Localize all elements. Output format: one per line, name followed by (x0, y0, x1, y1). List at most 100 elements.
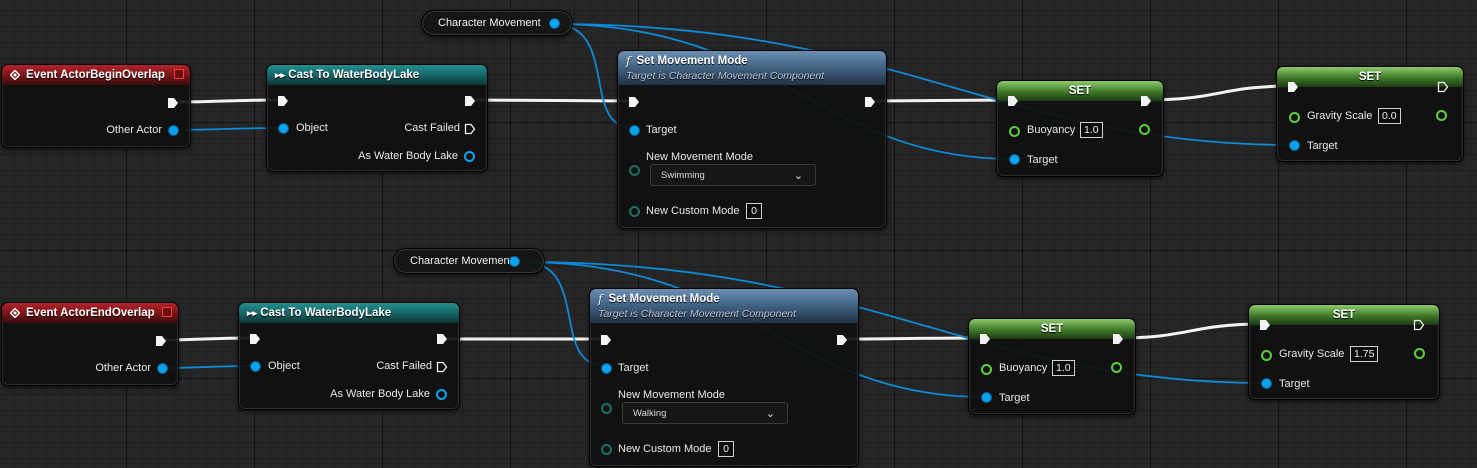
set-gravity-scale-node[interactable]: SET Gravity Scale 1.75 Target (1248, 304, 1440, 400)
gravity-scale-value-field[interactable]: 1.75 (1350, 346, 1379, 362)
pin-label-gravity-scale: Gravity Scale (1279, 348, 1345, 360)
exec-output-pin[interactable] (436, 333, 448, 345)
set-buoyancy-node[interactable]: SET Buoyancy 1.0 Target (996, 80, 1164, 177)
cast-arrows-icon: ▸•▸ (275, 69, 285, 80)
character-movement-node[interactable]: Character Movement (393, 248, 545, 274)
dropdown-value: Walking (633, 407, 667, 419)
pin-label-as-water-body-lake: As Water Body Lake (330, 388, 430, 400)
target-input-pin[interactable] (1290, 141, 1299, 150)
exec-wire (869, 98, 1012, 103)
exec-output-pin[interactable] (1112, 333, 1124, 345)
as-water-body-lake-output-pin[interactable] (464, 151, 475, 162)
function-f-icon: f (626, 54, 631, 68)
pin-label-as-water-body-lake: As Water Body Lake (358, 150, 458, 162)
event-actor-begin-overlap-node[interactable]: Event ActorBeginOverlap Other Actor (1, 64, 191, 148)
pin-label-target: Target (1307, 140, 1338, 152)
delegate-pin[interactable] (174, 69, 184, 79)
other-actor-output-pin[interactable] (169, 126, 178, 135)
exec-input-pin[interactable] (249, 333, 261, 345)
cast-to-waterbodylake-node[interactable]: ▸•▸ Cast To WaterBodyLake Object Cast Fa… (238, 302, 460, 410)
set-movement-mode-node[interactable]: f Set Movement Mode Target is Character … (617, 50, 887, 229)
exec-input-pin[interactable] (1007, 95, 1019, 107)
delegate-pin[interactable] (162, 307, 172, 317)
node-header: SET (969, 319, 1135, 339)
pin-label-buoyancy: Buoyancy (1027, 124, 1076, 136)
node-title: Cast To WaterBodyLake (288, 69, 420, 81)
new-movement-mode-input-pin[interactable] (601, 403, 612, 414)
movement-mode-dropdown[interactable]: Walking ⌄ (622, 402, 788, 424)
exec-output-pin[interactable] (1413, 319, 1425, 331)
object-output-pin[interactable] (550, 19, 559, 28)
gravity-scale-value-field[interactable]: 0.0 (1378, 108, 1401, 124)
node-title: SET (1040, 323, 1064, 335)
other-actor-output-pin[interactable] (158, 364, 167, 373)
target-input-pin[interactable] (1010, 155, 1019, 164)
pin-label-new-movement-mode: New Movement Mode (618, 389, 725, 401)
cast-failed-exec-pin[interactable] (436, 361, 448, 373)
exec-input-pin[interactable] (628, 96, 640, 108)
exec-output-pin[interactable] (155, 335, 167, 347)
as-water-body-lake-output-pin[interactable] (436, 389, 447, 400)
pin-label-gravity-scale: Gravity Scale (1307, 110, 1373, 122)
character-movement-node[interactable]: Character Movement (421, 10, 573, 36)
set-movement-mode-node[interactable]: f Set Movement Mode Target is Character … (589, 288, 859, 467)
function-f-icon: f (598, 292, 603, 306)
node-header: f Set Movement Mode Target is Character … (590, 289, 858, 323)
gravity-scale-output-pin[interactable] (1436, 110, 1447, 121)
buoyancy-value-field[interactable]: 1.0 (1080, 122, 1103, 138)
exec-output-pin[interactable] (864, 96, 876, 108)
exec-output-pin[interactable] (167, 97, 179, 109)
var-label: Character Movement (438, 17, 541, 29)
target-input-pin[interactable] (602, 364, 611, 373)
new-movement-mode-input-pin[interactable] (629, 165, 640, 176)
set-gravity-scale-node[interactable]: SET Gravity Scale 0.0 Target (1276, 66, 1464, 162)
chevron-down-icon: ⌄ (793, 170, 803, 182)
object-input-pin[interactable] (251, 362, 260, 371)
event-actor-end-overlap-node[interactable]: Event ActorEndOverlap Other Actor (1, 302, 179, 386)
node-title: Event ActorBeginOverlap (26, 69, 165, 81)
new-custom-mode-input-pin[interactable] (629, 206, 640, 217)
buoyancy-output-pin[interactable] (1139, 124, 1150, 135)
exec-output-pin[interactable] (464, 95, 476, 107)
buoyancy-value-field[interactable]: 1.0 (1052, 360, 1075, 376)
dropdown-value: Swimming (661, 169, 705, 181)
buoyancy-input-pin[interactable] (1009, 126, 1020, 137)
gravity-scale-input-pin[interactable] (1289, 112, 1300, 123)
object-output-pin[interactable] (510, 257, 519, 266)
exec-input-pin[interactable] (1287, 81, 1299, 93)
exec-wire (841, 336, 984, 341)
movement-mode-dropdown[interactable]: Swimming ⌄ (650, 164, 816, 186)
object-input-pin[interactable] (279, 124, 288, 133)
pin-label-target: Target (1279, 378, 1310, 390)
target-input-pin[interactable] (630, 126, 639, 135)
node-title: Set Movement Mode (636, 55, 748, 67)
node-header: Event ActorEndOverlap (2, 303, 178, 323)
node-title: Cast To WaterBodyLake (260, 307, 392, 319)
exec-output-pin[interactable] (836, 334, 848, 346)
exec-output-pin[interactable] (1140, 95, 1152, 107)
gravity-scale-input-pin[interactable] (1261, 350, 1272, 361)
exec-wire (1145, 84, 1293, 102)
target-input-pin[interactable] (982, 393, 991, 402)
custom-mode-value-field[interactable]: 0 (718, 441, 734, 457)
node-subtitle: Target is Character Movement Component (626, 70, 825, 82)
exec-input-pin[interactable] (979, 333, 991, 345)
exec-input-pin[interactable] (1259, 319, 1271, 331)
pin-label-new-movement-mode: New Movement Mode (646, 151, 753, 163)
buoyancy-input-pin[interactable] (981, 364, 992, 375)
gravity-scale-output-pin[interactable] (1414, 348, 1425, 359)
custom-mode-value-field[interactable]: 0 (746, 203, 762, 219)
cast-to-waterbodylake-node[interactable]: ▸•▸ Cast To WaterBodyLake Object Cast Fa… (266, 64, 488, 172)
target-input-pin[interactable] (1262, 379, 1271, 388)
pin-label-buoyancy: Buoyancy (999, 362, 1048, 374)
exec-input-pin[interactable] (600, 334, 612, 346)
new-custom-mode-input-pin[interactable] (601, 444, 612, 455)
exec-output-pin[interactable] (1437, 81, 1449, 93)
cast-failed-exec-pin[interactable] (464, 123, 476, 135)
exec-input-pin[interactable] (277, 95, 289, 107)
buoyancy-output-pin[interactable] (1111, 362, 1122, 373)
pin-label-object: Object (296, 122, 328, 134)
set-buoyancy-node[interactable]: SET Buoyancy 1.0 Target (968, 318, 1136, 415)
node-header: SET (997, 81, 1163, 101)
